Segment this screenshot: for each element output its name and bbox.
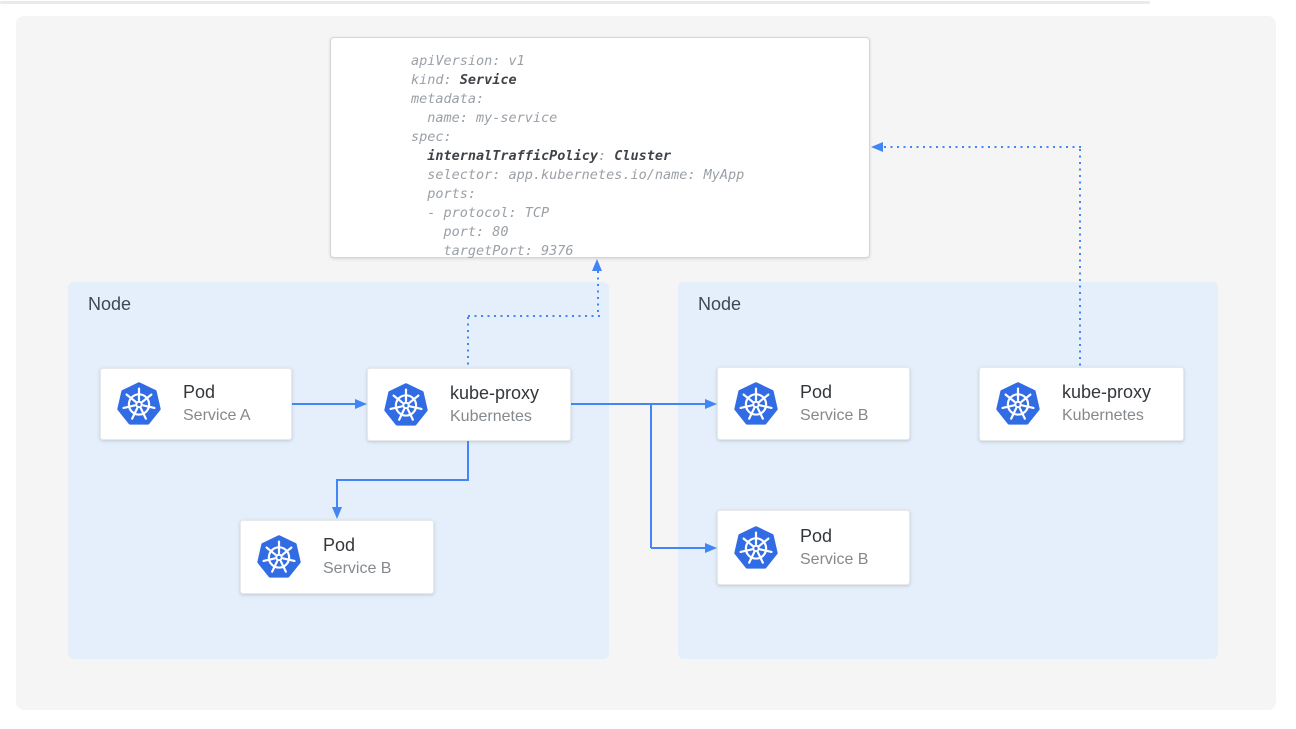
card-title: kube-proxy — [1062, 382, 1152, 402]
arrowhead-icon — [871, 142, 883, 152]
branch-line-vertical — [650, 404, 652, 548]
arrowhead-icon — [592, 259, 602, 271]
arrow-kube-proxy-down-segment — [467, 441, 469, 481]
card-subtitle: Service A — [183, 407, 251, 424]
card-title: Pod — [800, 381, 833, 402]
dotted-kube-proxy-left-up-segment — [467, 317, 469, 366]
card-subtitle: Service B — [323, 560, 392, 577]
arrowhead-icon — [355, 399, 367, 409]
arrowhead-icon — [705, 399, 717, 409]
arrow-pod-a-to-kube-proxy — [292, 403, 356, 405]
card-pod-service-b-left: Pod Service B — [240, 520, 434, 594]
node-right-label: Node — [698, 294, 742, 314]
card-subtitle: Service B — [800, 550, 869, 568]
kubernetes-icon — [257, 535, 301, 578]
arrowhead-icon — [332, 507, 342, 519]
dotted-kube-proxy-left-horizontal-segment — [468, 315, 600, 317]
card-subtitle: Kubernetes — [1062, 407, 1144, 424]
arrow-to-pod-b-left-segment — [336, 480, 338, 508]
node-right: Node — [678, 282, 1218, 659]
dotted-to-yaml-right-segment — [884, 146, 1081, 148]
card-kube-proxy-right: kube-proxy Kubernetes — [979, 367, 1184, 441]
dotted-kube-proxy-right-up-segment — [1079, 149, 1081, 367]
kubernetes-icon — [734, 381, 778, 425]
card-pod-service-b-right-top: Pod Service B — [717, 367, 910, 440]
card-title: Pod — [323, 535, 356, 555]
arrow-kube-proxy-to-pod-b-right-top — [571, 403, 707, 405]
arrowhead-icon — [705, 543, 717, 553]
card-subtitle: Service B — [800, 406, 869, 424]
card-subtitle: Kubernetes — [450, 407, 532, 425]
kubernetes-icon — [117, 382, 161, 425]
card-title: Pod — [183, 382, 216, 402]
card-pod-service-a: Pod Service A — [100, 368, 292, 440]
dotted-to-yaml-bottom-segment — [597, 271, 599, 316]
kubernetes-icon — [384, 382, 428, 426]
node-left-label: Node — [88, 294, 132, 314]
card-title: kube-proxy — [450, 382, 540, 403]
node-left: Node — [68, 282, 609, 659]
top-divider-line — [0, 1, 1150, 4]
kubernetes-icon — [734, 525, 778, 569]
card-kube-proxy-left: kube-proxy Kubernetes — [367, 368, 571, 441]
arrow-branch-to-pod-b-right-bottom — [651, 547, 707, 549]
card-pod-service-b-right-bottom: Pod Service B — [717, 510, 910, 585]
arrow-kube-proxy-elbow-segment — [336, 479, 469, 481]
card-title: Pod — [800, 525, 833, 546]
kubernetes-icon — [996, 382, 1040, 425]
